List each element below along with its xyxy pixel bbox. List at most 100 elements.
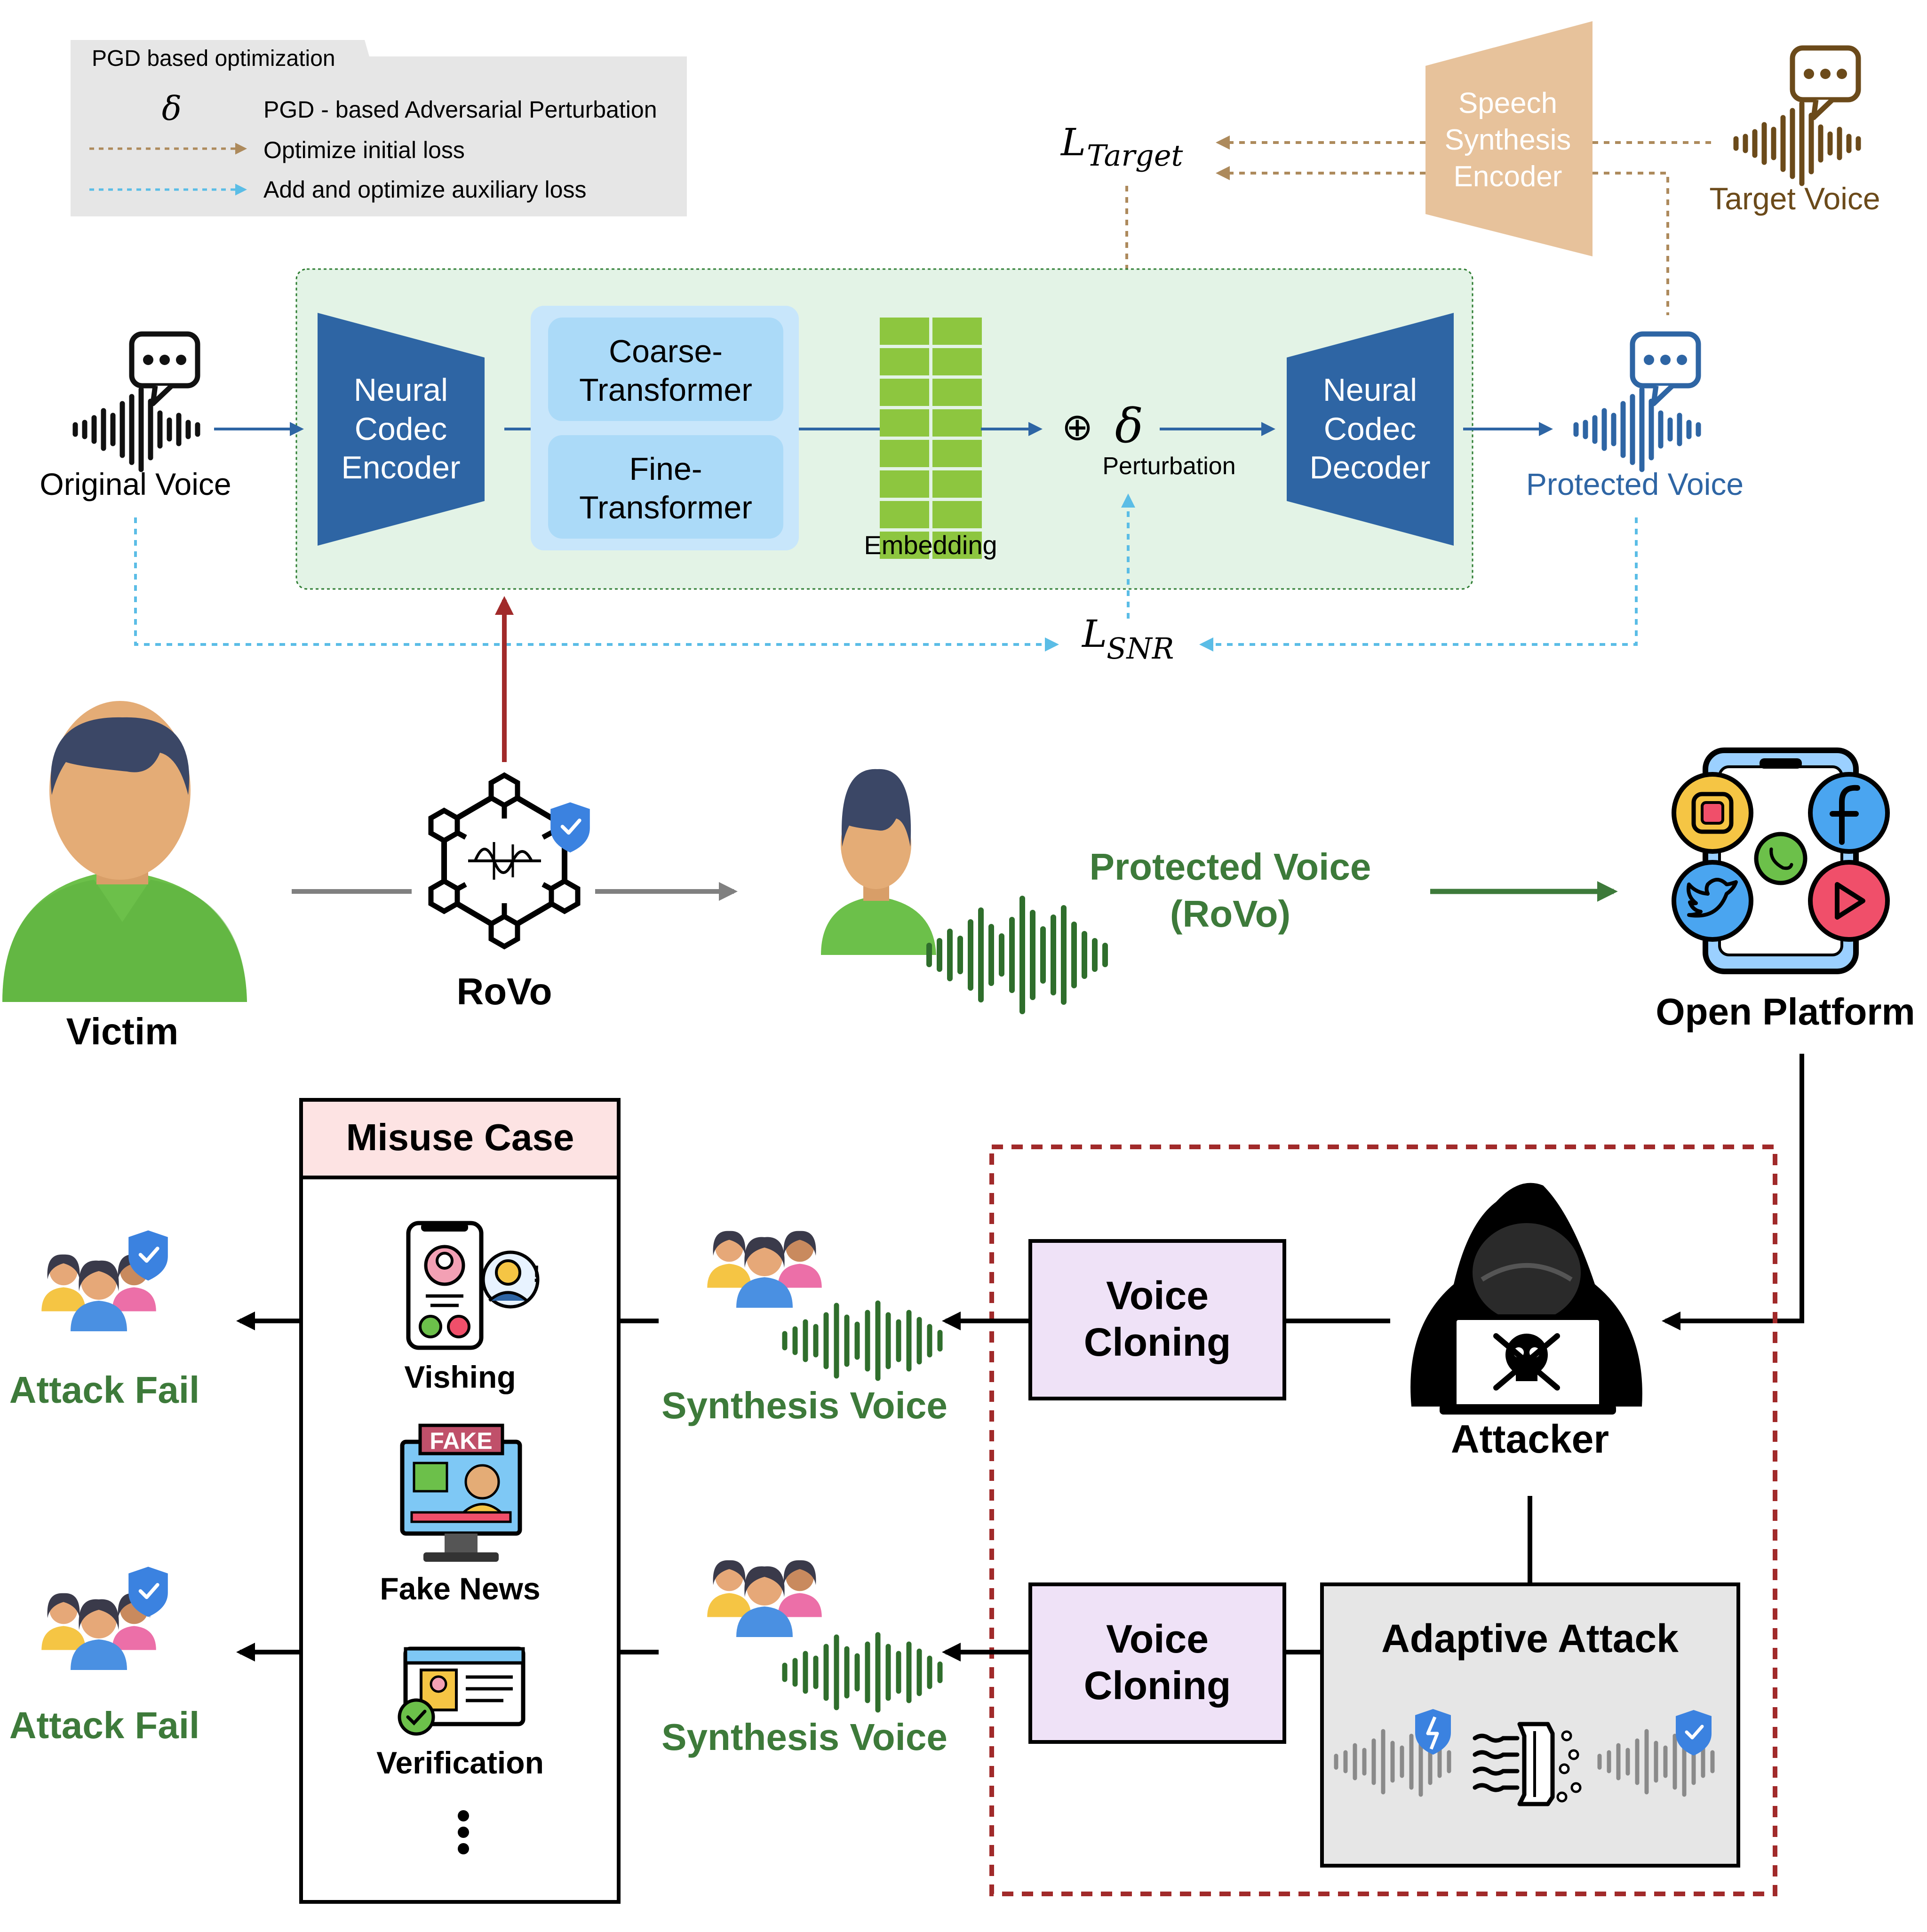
embedding-cell <box>880 440 929 467</box>
neural-codec-decoder: Neural Codec Decoder <box>1287 313 1454 546</box>
decoder-label-line2: Codec <box>1324 411 1417 447</box>
fine-label-line1: Fine- <box>629 451 702 487</box>
legend-delta-symbol: δ <box>162 89 182 128</box>
encoder-label-line3: Encoder <box>341 450 460 485</box>
sse-label-line3: Encoder <box>1454 160 1562 193</box>
attack-fail-group-1 <box>41 1231 168 1331</box>
embedding-cell <box>932 348 982 375</box>
fake-news-label: Fake News <box>380 1571 540 1606</box>
target-voice-label: Target Voice <box>1709 181 1880 216</box>
target-loss-arrows <box>1120 135 1715 391</box>
whatsapp-icon <box>1754 832 1808 885</box>
attacker-label: Attacker <box>1451 1417 1609 1461</box>
perturbation-delta: δ <box>1115 398 1143 453</box>
embedding-grid <box>880 318 982 559</box>
legend-delta-desc: PGD - based Adversarial Perturbation <box>263 96 657 123</box>
encoder-label-line1: Neural <box>354 372 448 408</box>
open-platform-icon <box>1672 747 1890 974</box>
embedding-cell <box>932 440 982 467</box>
voice-cloning-1-line1: Voice <box>1106 1273 1209 1318</box>
loss-snr-main: L <box>1081 612 1107 656</box>
encoder-label-line2: Codec <box>355 411 447 447</box>
more-items-ellipsis <box>458 1810 469 1854</box>
misuse-case-panel: Misuse Case <box>299 1098 621 1904</box>
loss-snr: L SNR <box>1081 612 1174 666</box>
fake-news-icon: FAKE <box>400 1423 522 1562</box>
loss-snr-sub: SNR <box>1107 631 1174 666</box>
coarse-transformer <box>548 318 783 421</box>
perturbation-label: Perturbation <box>1102 453 1235 480</box>
sse-label-line1: Speech <box>1458 87 1557 119</box>
synthesis-voice-group-1 <box>707 1231 822 1308</box>
voice-cloning-box-2: Voice Cloning <box>1028 1582 1286 1744</box>
voice-cloning-2-line1: Voice <box>1106 1617 1209 1661</box>
legend-title: PGD based optimization <box>92 46 335 71</box>
decoder-label-line1: Neural <box>1323 372 1417 408</box>
fake-badge: FAKE <box>430 1428 492 1454</box>
original-voice-icon <box>72 331 200 472</box>
filter-icon <box>1473 1722 1582 1806</box>
protected-voice-waveform <box>926 896 1108 1014</box>
broken-shield-icon <box>1415 1709 1451 1755</box>
loss-target-sub: Target <box>1087 138 1183 173</box>
embedding-cell <box>932 318 982 345</box>
attack-fail-group-2 <box>41 1567 168 1670</box>
svg-text:!: ! <box>533 1261 541 1287</box>
embedding-label: Embedding <box>864 530 997 560</box>
protected-voice-label: Protected Voice <box>1526 467 1744 501</box>
synthesis-waveform-1 <box>782 1300 943 1381</box>
synthesis-waveform-2 <box>782 1632 943 1713</box>
voice-cloning-1-line2: Cloning <box>1084 1320 1231 1364</box>
adaptive-attack-panel: Adaptive Attack <box>1320 1582 1740 1868</box>
attack-fail-label-2: Attack Fail <box>9 1704 200 1746</box>
legend-blue-desc: Add and optimize auxiliary loss <box>263 176 586 203</box>
legend-brown-desc: Optimize initial loss <box>263 137 465 163</box>
fine-transformer <box>548 435 783 539</box>
vishing-icon: ! <box>406 1221 541 1350</box>
instagram-icon <box>1672 772 1753 854</box>
legend: PGD based optimization δ PGD - based Adv… <box>71 40 687 216</box>
embedding-cell <box>880 318 929 345</box>
attack-fail-label-1: Attack Fail <box>9 1369 200 1411</box>
target-voice-icon <box>1733 45 1861 186</box>
vishing-label: Vishing <box>404 1360 516 1394</box>
embedding-cell <box>932 470 982 498</box>
coarse-label-line1: Coarse- <box>609 334 723 369</box>
embedding-cell <box>932 532 982 559</box>
open-platform-label: Open Platform <box>1656 991 1915 1033</box>
misuse-case-title: Misuse Case <box>346 1116 574 1158</box>
protected-user-avatar <box>821 769 936 955</box>
rovo-label: RoVo <box>457 970 552 1012</box>
voice-cloning-2-line2: Cloning <box>1084 1663 1231 1708</box>
embedding-cell <box>880 348 929 375</box>
embedding-cell <box>880 409 929 437</box>
protected-rovo-label-line2: (RoVo) <box>1170 893 1290 935</box>
twitter-icon <box>1672 860 1753 942</box>
embedding-cell <box>880 532 929 559</box>
verification-label: Verification <box>376 1745 544 1780</box>
sse-label-line2: Synthesis <box>1445 124 1571 156</box>
snr-loss-arrows <box>134 493 1638 652</box>
neural-codec-encoder: Neural Codec Encoder <box>318 313 485 546</box>
verification-icon <box>398 1646 526 1736</box>
platform-to-attacker-arrow <box>1662 1054 1804 1330</box>
victim-avatar <box>2 701 247 1002</box>
misuse-to-fail-arrows <box>236 1312 659 1662</box>
facebook-icon <box>1808 772 1890 854</box>
embedding-cell <box>932 409 982 437</box>
cloning-to-synthesis-arrows <box>942 1312 1532 1662</box>
coarse-label-line2: Transformer <box>579 372 752 408</box>
protected-voice-icon <box>1573 331 1701 472</box>
loss-target-main: L <box>1060 120 1086 164</box>
embedding-cell <box>880 501 929 528</box>
fine-label-line2: Transformer <box>579 490 752 525</box>
speech-synthesis-encoder: Speech Synthesis Encoder <box>1425 21 1593 256</box>
victim-label: Victim <box>66 1010 179 1052</box>
attack-region <box>989 1145 1777 1896</box>
decoder-label-line3: Decoder <box>1309 450 1430 485</box>
rovo-icon <box>428 772 590 950</box>
adaptive-attack-title: Adaptive Attack <box>1381 1616 1679 1661</box>
original-voice-label: Original Voice <box>40 467 231 501</box>
voice-cloning-box-1: Voice Cloning <box>1028 1239 1286 1400</box>
